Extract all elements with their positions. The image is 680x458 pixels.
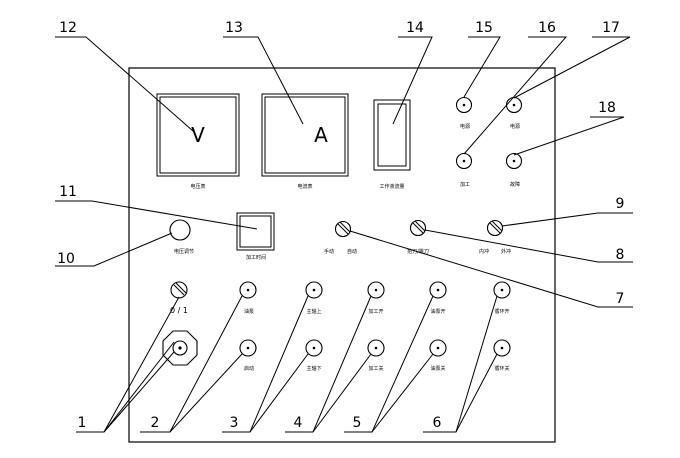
- callout-13: 13: [225, 20, 243, 36]
- callout-15: 15: [475, 20, 493, 36]
- callout-10: 10: [57, 251, 75, 267]
- callout-9: 9: [616, 196, 625, 212]
- push-button[interactable]: [429, 281, 447, 299]
- callout-17: 17: [602, 20, 620, 36]
- callout-5: 5: [353, 415, 362, 431]
- callout-11: 11: [59, 184, 77, 200]
- voltage-adjust-knob[interactable]: [169, 219, 191, 241]
- voltmeter: V: [156, 93, 240, 177]
- push-button[interactable]: [429, 339, 447, 357]
- push-button[interactable]: [239, 281, 257, 299]
- lamp-18-label: 故障: [510, 181, 520, 188]
- callout-3: 3: [230, 415, 239, 431]
- callout-6: 6: [433, 415, 442, 431]
- switch-9-right-label: 外冲: [501, 248, 511, 255]
- voltage-adjust-label: 电压调节: [174, 248, 194, 255]
- ammeter: A: [261, 93, 349, 177]
- button-label: 循环开: [494, 308, 509, 315]
- push-button[interactable]: [367, 339, 385, 357]
- machining-timer: [236, 212, 275, 251]
- lamp-15-label: 电源: [460, 123, 470, 130]
- push-button[interactable]: [367, 281, 385, 299]
- callout-7: 7: [616, 291, 625, 307]
- button-label: 油泵开: [430, 308, 445, 315]
- power-switch-label: 0 / 1: [170, 306, 188, 315]
- push-button[interactable]: [493, 339, 511, 357]
- ammeter-symbol: A: [314, 123, 328, 147]
- push-button[interactable]: [305, 281, 323, 299]
- flush-switch[interactable]: [486, 219, 504, 237]
- power-switch[interactable]: [170, 281, 188, 299]
- voltmeter-symbol: V: [191, 123, 205, 147]
- lamp-17-label: 电源: [510, 123, 520, 130]
- button-label: 油泵: [244, 308, 254, 315]
- callout-1: 1: [78, 415, 87, 431]
- callout-4: 4: [294, 415, 303, 431]
- flow-meter: [373, 99, 411, 171]
- ammeter-label: 电流表: [297, 183, 312, 190]
- voltmeter-label: 电压表: [190, 183, 205, 190]
- flow-meter-label: 工作液流量: [379, 183, 404, 190]
- button-label: 加工开: [368, 308, 383, 315]
- lamp-17: [505, 96, 523, 114]
- push-button[interactable]: [305, 339, 323, 357]
- lift-jump-switch[interactable]: [409, 219, 427, 237]
- push-button[interactable]: [239, 339, 257, 357]
- callout-18: 18: [598, 100, 616, 116]
- switch-7-right-label: 自动: [347, 248, 357, 255]
- callout-8: 8: [616, 247, 625, 263]
- lamp-16-label: 加工: [460, 181, 470, 188]
- emergency-stop-button[interactable]: [162, 330, 198, 366]
- button-label: 主轴下: [306, 365, 321, 372]
- switch-7-left-label: 手动: [324, 248, 334, 255]
- button-label: 循环关: [494, 365, 509, 372]
- push-button[interactable]: [493, 281, 511, 299]
- leader-lines: [55, 36, 633, 433]
- button-label: 油泵关: [430, 365, 445, 372]
- lamp-18: [505, 152, 523, 170]
- button-label: 主轴上: [306, 308, 321, 315]
- lamp-15: [455, 96, 473, 114]
- button-label: 启动: [244, 365, 254, 372]
- lamp-16: [455, 152, 473, 170]
- callout-12: 12: [59, 20, 77, 36]
- machining-timer-label: 加工时间: [246, 254, 266, 261]
- manual-auto-switch[interactable]: [334, 220, 352, 238]
- switch-9-left-label: 内冲: [479, 248, 489, 255]
- button-label: 加工关: [368, 365, 383, 372]
- callout-16: 16: [538, 20, 556, 36]
- callout-14: 14: [406, 20, 424, 36]
- callout-2: 2: [151, 415, 160, 431]
